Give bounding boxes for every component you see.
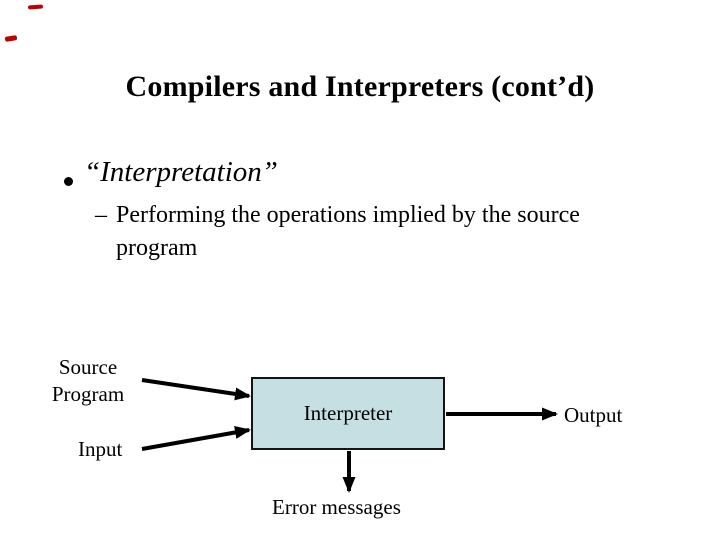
sub-bullet-dash-icon: – bbox=[95, 202, 107, 228]
sub-bullet: – Performing the operations implied by t… bbox=[95, 199, 580, 265]
bullet-icon bbox=[64, 177, 73, 186]
bullet-interpretation: “Interpretation” bbox=[84, 156, 278, 188]
interpreter-box: Interpreter bbox=[251, 377, 445, 450]
slide-title: Compilers and Interpreters (cont’d) bbox=[125, 70, 595, 103]
corner-mark-icon bbox=[27, 4, 44, 10]
label-output: Output bbox=[564, 403, 623, 427]
label-source-program: Source Program bbox=[51, 355, 125, 406]
label-input: Input bbox=[78, 437, 123, 461]
sub-bullet-text: Performing the operations implied by the… bbox=[116, 202, 580, 261]
arrow-source-to-interpreter bbox=[141, 378, 251, 401]
arrow-input-to-interpreter bbox=[141, 426, 251, 451]
label-error-messages: Error messages bbox=[272, 495, 401, 519]
interpreter-box-label: Interpreter bbox=[303, 401, 393, 425]
corner-mark-icon bbox=[4, 35, 18, 42]
